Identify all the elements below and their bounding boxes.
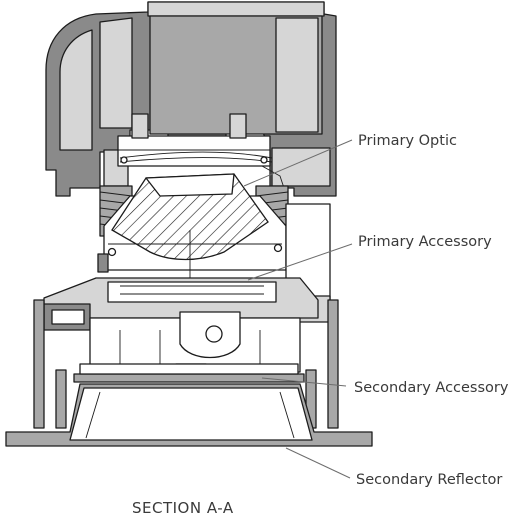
label-secondary-reflector: Secondary Reflector [356, 472, 502, 488]
optic-mount [117, 113, 287, 195]
label-secondary-accessory: Secondary Accessory [354, 380, 509, 396]
upper-housing [45, 1, 337, 197]
leader-secondary-reflector [285, 447, 351, 479]
leader-primary-optic [243, 139, 353, 187]
leader-secondary-accessory [261, 377, 347, 387]
primary-optic-body [97, 173, 287, 288]
label-primary-accessory: Primary Accessory [358, 234, 492, 250]
section-caption: SECTION A-A [132, 499, 234, 517]
primary-accessory [43, 277, 319, 331]
label-primary-optic: Primary Optic [358, 133, 457, 149]
secondary-reflector [5, 383, 373, 447]
secondary-accessory [73, 363, 305, 383]
leader-primary-accessory [247, 243, 353, 281]
